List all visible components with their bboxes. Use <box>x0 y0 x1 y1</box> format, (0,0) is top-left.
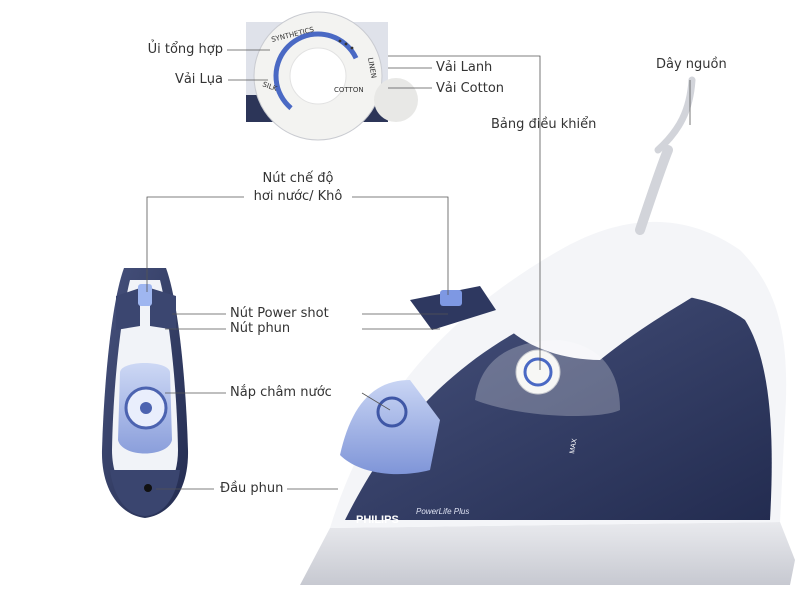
max-mark: MAX <box>569 438 579 454</box>
label-power-shot-button: Nút Power shot <box>230 306 329 321</box>
label-power-cord: Dây nguồn <box>656 57 727 72</box>
leader-lines <box>146 49 691 490</box>
label-steam-mode-button-line2: hơi nước/ Khô <box>253 189 343 204</box>
label-synthetics-mode: Ủi tổng hợp <box>147 42 223 57</box>
iron-front-view <box>101 268 189 518</box>
dial-linen-text: LINEN <box>366 57 378 79</box>
label-control-panel: Bảng điều khiển <box>491 117 597 132</box>
model-name: PowerLife Plus <box>416 507 469 516</box>
brand-name: PHILIPS <box>356 514 399 526</box>
dial-cotton-text: COTTON <box>334 86 364 94</box>
dial-closeup: SYNTHETICS SILK COTTON LINEN <box>246 11 418 141</box>
label-spray-button: Nút phun <box>230 321 291 336</box>
label-cotton-mode: Vải Cotton <box>436 81 505 96</box>
iron-side-view: PHILIPS PowerLife Plus MAX <box>300 76 795 585</box>
label-silk-mode: Vải Lụa <box>174 72 223 87</box>
label-linen-mode: Vải Lanh <box>436 60 493 75</box>
label-water-fill-cap: Nắp châm nước <box>230 385 332 400</box>
label-steam-mode-button-line1: Nút chế độ <box>262 171 334 186</box>
label-spray-nozzle: Đầu phun <box>220 481 284 496</box>
